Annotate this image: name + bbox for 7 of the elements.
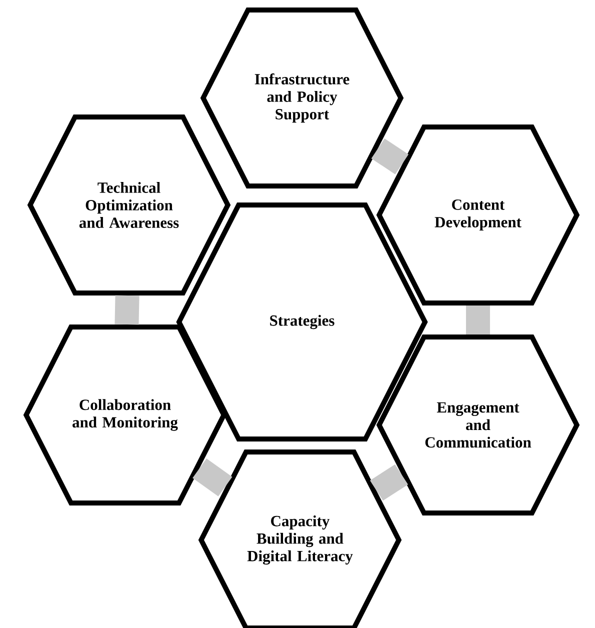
connector-band	[114, 295, 140, 325]
hexagon: Capacity Building and Digital Literacy	[198, 450, 402, 628]
hexagon: Technical Optimization and Awareness	[27, 114, 231, 296]
hexagon: Content Development	[376, 124, 580, 306]
hexagon: Collaboration and Monitoring	[23, 324, 227, 506]
hexagon: Engagement and Communication	[376, 334, 580, 516]
hexagon: Infrastructure and Policy Support	[200, 8, 404, 188]
